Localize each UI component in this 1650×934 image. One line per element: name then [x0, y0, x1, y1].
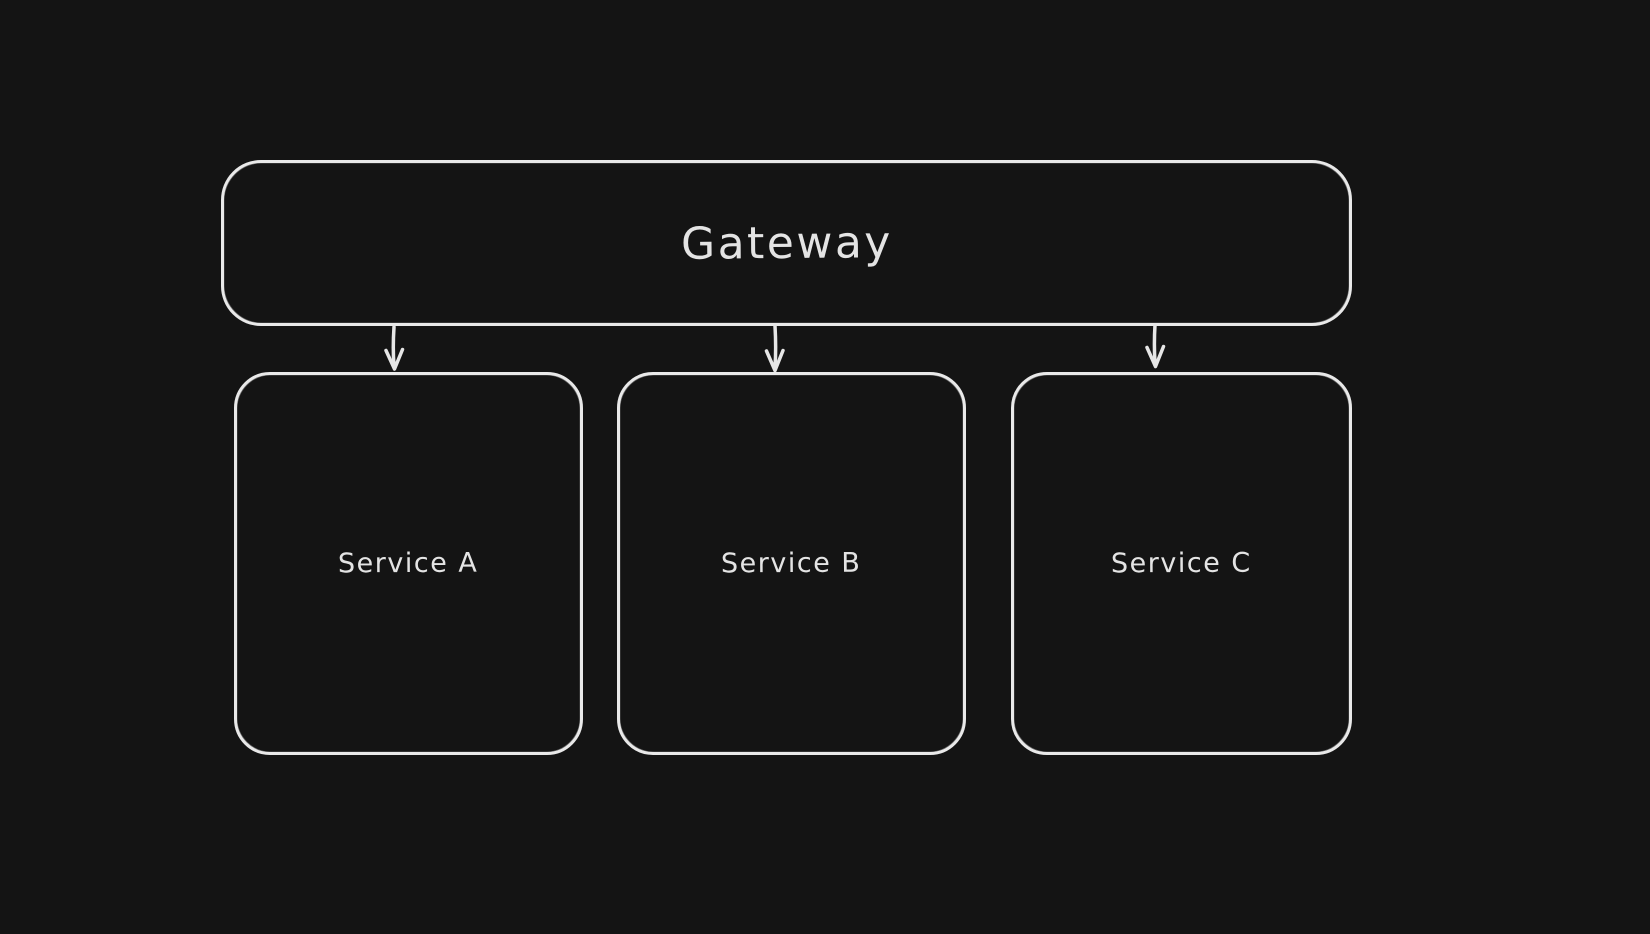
node-service-c[interactable]: Service C	[1011, 372, 1352, 755]
node-service-a-label: Service A	[338, 547, 479, 580]
node-service-b-label: Service B	[721, 547, 862, 580]
arrow-gateway-to-service-a[interactable]	[384, 325, 405, 371]
node-service-c-label: Service C	[1111, 547, 1252, 580]
arrow-gateway-to-service-b[interactable]	[764, 324, 785, 373]
arrow-gateway-to-service-c[interactable]	[1145, 323, 1166, 369]
node-gateway-label: Gateway	[680, 216, 893, 270]
node-gateway[interactable]: Gateway	[221, 160, 1352, 326]
node-service-b[interactable]: Service B	[617, 372, 966, 755]
node-service-a[interactable]: Service A	[234, 372, 583, 755]
